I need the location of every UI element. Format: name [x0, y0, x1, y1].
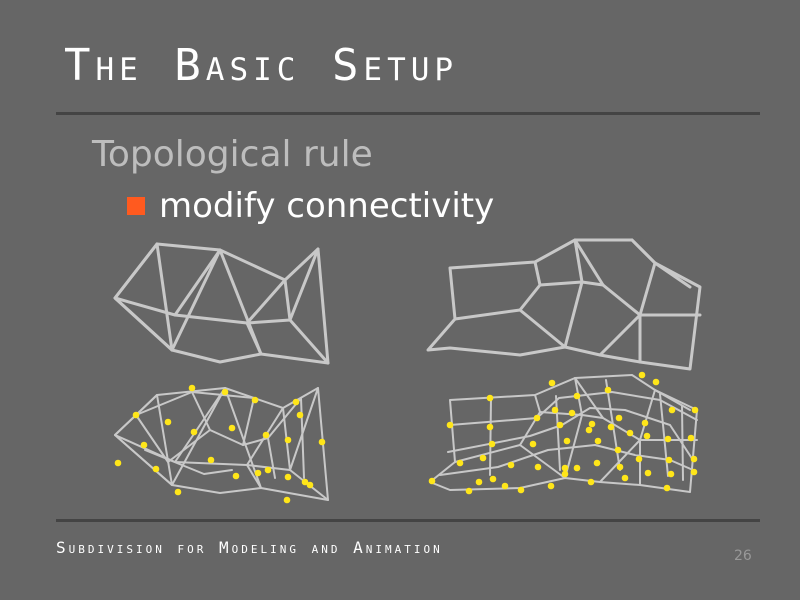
vertex-dot: [547, 482, 555, 490]
vertex-dot: [626, 429, 634, 437]
vertex-dot: [593, 459, 601, 467]
triangle-mesh: [113, 242, 330, 365]
vertex-dot: [486, 423, 494, 431]
triangle-mesh-subdivided-vertices: [114, 384, 326, 504]
vertex-dot: [643, 432, 651, 440]
vertex-dot: [668, 406, 676, 414]
vertex-dot: [284, 436, 292, 444]
vertex-dot: [140, 441, 148, 449]
vertex-dot: [665, 456, 673, 464]
page-number: 26: [734, 548, 752, 564]
vertex-dot: [152, 465, 160, 473]
vertex-dot: [585, 426, 593, 434]
vertex-dot: [251, 396, 259, 404]
vertex-dot: [638, 371, 646, 379]
vertex-dot: [301, 478, 309, 486]
vertex-dot: [262, 431, 270, 439]
vertex-dot: [568, 409, 576, 417]
vertex-dot: [190, 428, 198, 436]
vertex-dot: [188, 384, 196, 392]
vertex-dot: [284, 473, 292, 481]
vertex-dot: [517, 486, 525, 494]
mesh-figure: [113, 238, 702, 504]
quad-mesh: [426, 238, 702, 371]
vertex-dot: [228, 424, 236, 432]
footer-divider: [56, 519, 760, 522]
bullet-level1: Topological rule: [92, 134, 373, 175]
vertex-dot: [488, 440, 496, 448]
vertex-dot: [479, 454, 487, 462]
vertex-dot: [691, 406, 699, 414]
vertex-dot: [296, 411, 304, 419]
vertex-dot: [534, 463, 542, 471]
vertex-dot: [663, 484, 671, 492]
title-divider: [56, 112, 760, 115]
vertex-dot: [174, 488, 182, 496]
vertex-dot: [615, 414, 623, 422]
vertex-dot: [548, 379, 556, 387]
vertex-dot: [641, 419, 649, 427]
bullet-row: modify connectivity: [127, 186, 494, 226]
vertex-dot: [667, 470, 675, 478]
vertex-dot: [446, 421, 454, 429]
footer-text: Subdivision for Modeling and Animation: [56, 538, 443, 557]
vertex-dot: [489, 475, 497, 483]
quad-mesh-subdivided: [429, 374, 698, 493]
vertex-dot: [283, 496, 291, 504]
vertex-dot: [132, 411, 140, 419]
vertex-dot: [501, 482, 509, 490]
vertex-dot: [507, 461, 515, 469]
vertex-dot: [616, 463, 624, 471]
vertex-dot: [652, 378, 660, 386]
vertex-dot: [114, 459, 122, 467]
vertex-dot: [664, 435, 672, 443]
vertex-dot: [264, 466, 272, 474]
vertex-dot: [428, 477, 436, 485]
vertex-dot: [221, 388, 229, 396]
vertex-dot: [690, 468, 698, 476]
vertex-dot: [561, 470, 569, 478]
vertex-dot: [292, 398, 300, 406]
vertex-dot: [635, 455, 643, 463]
vertex-dot: [563, 437, 571, 445]
bullet-level2: modify connectivity: [159, 186, 495, 226]
bullet-square-icon: [127, 197, 145, 215]
vertex-dot: [551, 406, 559, 414]
vertex-dot: [604, 386, 612, 394]
quad-mesh-subdivided-vertices: [428, 371, 699, 495]
vertex-dot: [588, 420, 596, 428]
vertex-dot: [594, 437, 602, 445]
vertex-dot: [573, 392, 581, 400]
vertex-dot: [614, 446, 622, 454]
vertex-dot: [465, 487, 473, 495]
vertex-dot: [318, 438, 326, 446]
vertex-dot: [690, 455, 698, 463]
slide-title: The Basic Setup: [64, 40, 459, 91]
vertex-dot: [561, 464, 569, 472]
vertex-dot: [529, 440, 537, 448]
vertex-dot: [621, 474, 629, 482]
vertex-dot: [587, 478, 595, 486]
vertex-dot: [486, 394, 494, 402]
vertex-dot: [475, 478, 483, 486]
vertex-dot: [207, 456, 215, 464]
vertex-dot: [556, 421, 564, 429]
vertex-dot: [533, 414, 541, 422]
vertex-dot: [306, 481, 314, 489]
vertex-dot: [232, 472, 240, 480]
vertex-dot: [254, 469, 262, 477]
vertex-dot: [573, 464, 581, 472]
vertex-dot: [644, 469, 652, 477]
vertex-dot: [607, 423, 615, 431]
vertex-dot: [164, 418, 172, 426]
vertex-dot: [456, 459, 464, 467]
vertex-dot: [687, 434, 695, 442]
